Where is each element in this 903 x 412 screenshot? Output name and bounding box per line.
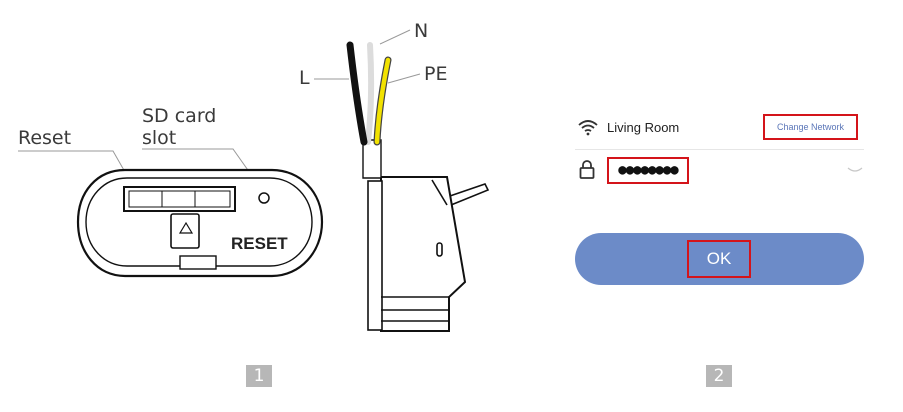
sd-insert-tab xyxy=(170,213,200,249)
wire-n-label: N xyxy=(414,20,429,42)
sd-card-label: SD card xyxy=(142,105,217,127)
cable-sheath xyxy=(362,139,382,179)
divider xyxy=(575,149,864,150)
wires xyxy=(346,41,392,146)
device-front xyxy=(76,168,324,278)
step-badge-1: 1 xyxy=(246,365,272,387)
ok-button-label[interactable]: OK xyxy=(687,240,751,278)
lower-tab xyxy=(179,255,217,270)
reset-print-label: RESET xyxy=(231,234,288,253)
change-network-link[interactable]: Change Network xyxy=(763,114,858,140)
device-diagram: RESET xyxy=(18,29,490,332)
sd-slot-label: slot xyxy=(142,127,177,149)
wire-pe-label: PE xyxy=(424,63,448,85)
network-name: Living Room xyxy=(607,120,680,135)
wifi-setup-panel: Living Room Change Network ●●●●●●●● OK xyxy=(570,100,870,300)
password-field[interactable]: ●●●●●●●● xyxy=(607,157,689,184)
wire-l-label: L xyxy=(299,67,310,89)
lock-icon xyxy=(579,160,595,179)
show-password-icon[interactable] xyxy=(847,166,863,174)
step-badge-2: 2 xyxy=(706,365,732,387)
wire-l-outline xyxy=(346,41,368,146)
wire-n xyxy=(365,42,375,145)
wire-callout-lines xyxy=(314,29,421,84)
device-side-view xyxy=(362,139,490,332)
wire-pe xyxy=(374,57,391,145)
wifi-icon xyxy=(578,120,598,136)
reset-label: Reset xyxy=(18,127,72,149)
reset-hole xyxy=(258,192,270,204)
